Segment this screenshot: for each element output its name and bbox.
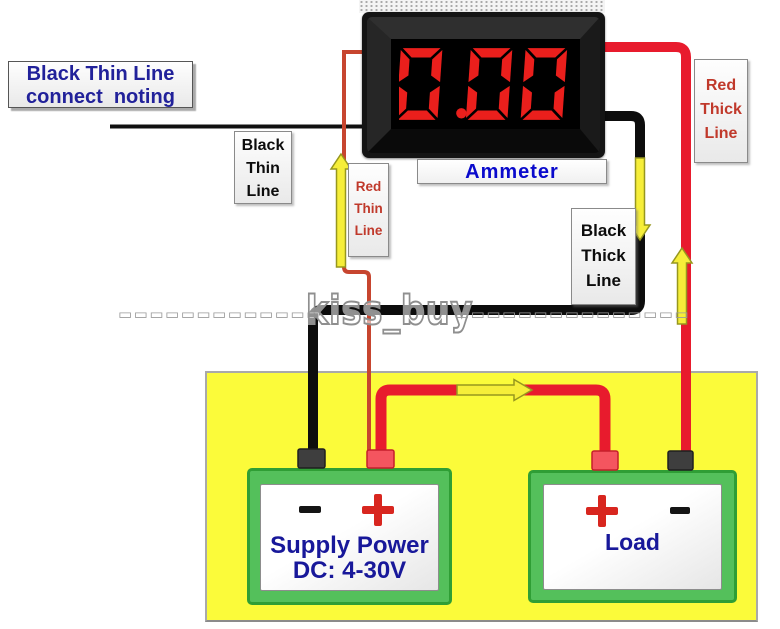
digit-segment: [523, 49, 535, 83]
label-line: Red: [355, 179, 382, 194]
label-line: Thin: [354, 201, 383, 216]
digit-segment: [501, 49, 513, 83]
digit-segment: [527, 48, 566, 58]
ammeter-label-text: Ammeter: [465, 161, 559, 183]
digit-segment: [402, 48, 441, 58]
display-digit: [465, 48, 513, 120]
supply-power-box: Supply Power DC: 4-30V: [247, 468, 452, 605]
digit-segment: [522, 110, 561, 120]
digit-segment: [553, 85, 565, 119]
seven-segment-display: [399, 48, 568, 120]
load-panel: Load: [543, 484, 722, 590]
digit-segment: [431, 49, 443, 83]
supply-voltage-range: DC: 4-30V: [292, 557, 407, 584]
watermark-dashes-left: ▭▭▭▭▭▭▭▭▭▭▭▭▭: [118, 305, 322, 323]
watermark-text: kiss_buy: [305, 288, 474, 334]
black-thin-line-label: Black Thin Line: [234, 131, 292, 204]
label-line: Black: [580, 221, 627, 240]
red-thick-line-label: Red Thick Line: [694, 59, 748, 163]
digit-segment: [555, 49, 568, 83]
red-thin-line-label: Red Thin Line: [348, 163, 389, 257]
note-line1: Black Thin Line: [26, 63, 175, 85]
display-decimal-point: [456, 108, 467, 119]
label-line: Black: [241, 137, 285, 154]
load-minus-symbol: [670, 507, 690, 514]
digit-segment: [467, 110, 506, 120]
digit-segment: [468, 49, 480, 83]
ammeter-module: [359, 0, 605, 158]
digit-segment: [399, 85, 408, 119]
digit-segment: [399, 49, 410, 83]
supply-power-panel: Supply Power DC: 4-30V: [260, 484, 439, 591]
ammeter-bezel: [362, 12, 605, 158]
note-box: Black Thin Line connect noting: [8, 61, 193, 108]
digit-segment: [498, 85, 510, 119]
digit-segment: [472, 48, 511, 58]
load-name: Load: [605, 529, 660, 555]
label-line: Thin: [246, 160, 280, 177]
label-line: Red: [705, 77, 737, 94]
black-thick-line-label: Black Thick Line: [571, 208, 636, 305]
label-line: Thick: [581, 246, 626, 265]
label-line: Line: [246, 183, 280, 200]
watermark-dashes-right: ▭▭▭▭▭▭▭▭▭▭▭▭▭▭▭: [455, 305, 691, 323]
display-digit: [520, 48, 568, 120]
label-line: Line: [354, 223, 383, 238]
load-box: Load: [528, 470, 737, 603]
label-line: Line: [704, 125, 738, 142]
supply-minus-symbol: [299, 506, 321, 513]
display-digit: [399, 48, 443, 120]
supply-name: Supply Power: [270, 532, 429, 559]
label-line: Line: [586, 271, 621, 290]
ammeter-photo-edge: [359, 0, 605, 13]
ammeter-label: Ammeter: [417, 159, 607, 184]
digit-segment: [520, 85, 532, 119]
note-line2: connect noting: [26, 86, 175, 108]
load-plus-symbol: [586, 495, 618, 527]
digit-segment: [428, 85, 440, 119]
supply-plus-symbol: [362, 494, 394, 526]
digit-segment: [465, 85, 478, 119]
label-line: Thick: [700, 101, 742, 118]
digit-segment: [399, 110, 436, 120]
